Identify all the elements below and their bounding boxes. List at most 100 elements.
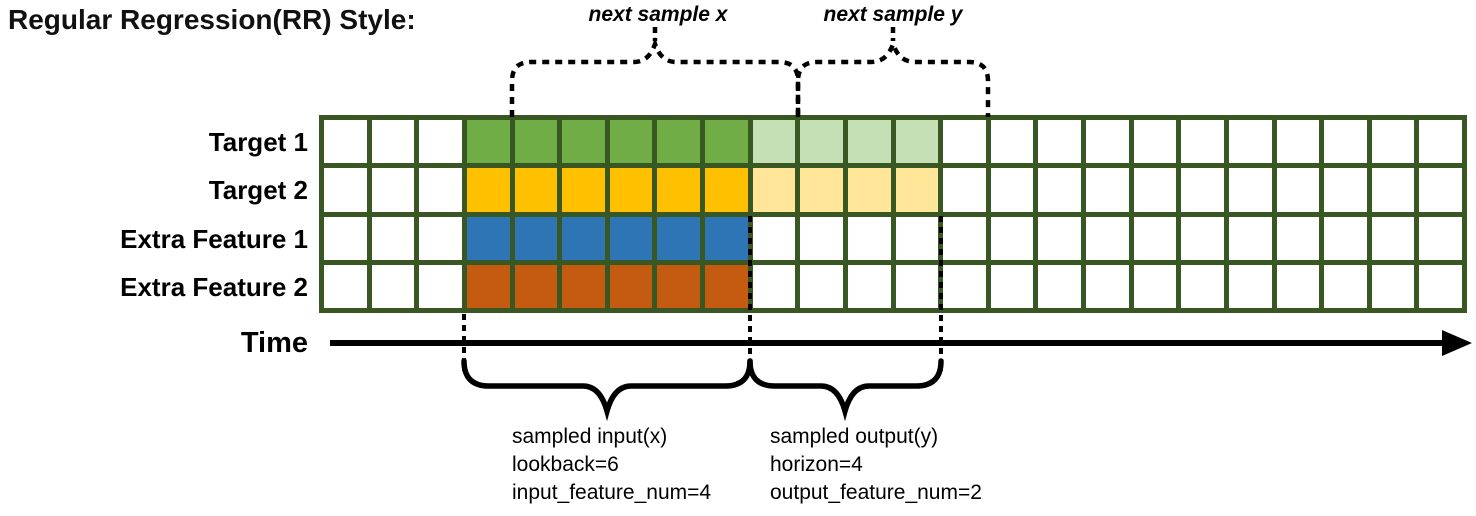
grid-cell	[1181, 216, 1224, 260]
grid-cell	[1228, 168, 1272, 212]
grid-cell	[466, 120, 510, 164]
grid-cell	[514, 216, 558, 260]
grid-cell	[1038, 168, 1081, 212]
grid-cell	[1133, 120, 1177, 164]
grid-cell	[895, 120, 939, 164]
grid-cell	[752, 120, 796, 164]
grid-cell	[943, 168, 986, 212]
grid-cell	[419, 168, 462, 212]
grid-cell	[1419, 168, 1462, 212]
grid-cell	[1038, 264, 1081, 308]
grid-cell	[1038, 120, 1081, 164]
sampled-input-caption: sampled input(x) lookback=6 input_featur…	[512, 423, 711, 507]
sampled-input-brace	[461, 358, 753, 422]
grid-cell	[562, 264, 605, 308]
grid-cell	[562, 120, 605, 164]
time-axis-label: Time	[240, 327, 308, 359]
grid-cell	[1181, 120, 1224, 164]
grid-cell	[1086, 120, 1129, 164]
row-label-extra-feature-1: Extra Feature 1	[120, 224, 308, 254]
grid-cell	[752, 264, 796, 308]
grid-cell	[609, 120, 653, 164]
grid-cell	[1371, 216, 1415, 260]
grid-cell	[657, 168, 700, 212]
grid-cell	[657, 264, 700, 308]
grid-cell	[1371, 264, 1415, 308]
row-label-target-1: Target 1	[208, 127, 308, 157]
grid-cell	[514, 168, 558, 212]
grid-cell	[419, 264, 462, 308]
grid-cell	[1133, 168, 1177, 212]
grid-cell	[943, 264, 986, 308]
grid-cell	[1133, 264, 1177, 308]
grid-cell	[1324, 168, 1367, 212]
grid-cell	[1324, 216, 1367, 260]
grid-cell	[990, 168, 1034, 212]
next-sample-x-label: next sample x	[588, 3, 728, 26]
grid-cell	[1086, 168, 1129, 212]
grid-cell	[1228, 120, 1272, 164]
grid-cell	[895, 216, 939, 260]
lookback-param: lookback=6	[512, 453, 619, 476]
row-label-extra-feature-2: Extra Feature 2	[120, 272, 308, 302]
sampled-output-caption: sampled output(y) horizon=4 output_featu…	[770, 423, 982, 507]
grid-cell	[419, 216, 462, 260]
grid-cell	[1228, 264, 1272, 308]
grid-cell	[800, 168, 843, 212]
grid-cell	[419, 120, 462, 164]
grid-cell	[371, 168, 415, 212]
grid-cell	[1276, 168, 1320, 212]
input-feature-num-param: input_feature_num=4	[512, 481, 712, 504]
grid-cell	[609, 264, 653, 308]
grid-cell	[466, 216, 510, 260]
grid-cell	[324, 264, 367, 308]
grid-cell	[1228, 216, 1272, 260]
grid-cell	[752, 168, 796, 212]
grid-cell	[705, 264, 748, 308]
grid-cell	[1324, 120, 1367, 164]
grid-cell	[1086, 216, 1129, 260]
grid-cell	[1276, 120, 1320, 164]
grid-cell	[1324, 264, 1367, 308]
grid-cell	[466, 168, 510, 212]
grid-cell	[324, 168, 367, 212]
grid-cell	[847, 120, 891, 164]
horizon-param: horizon=4	[770, 453, 863, 476]
grid-cell	[895, 264, 939, 308]
grid-cell	[705, 120, 748, 164]
grid-cell	[1371, 168, 1415, 212]
grid-cell	[1419, 216, 1462, 260]
grid-cell	[657, 120, 700, 164]
grid-cell	[847, 264, 891, 308]
grid-cell	[705, 216, 748, 260]
grid-cell	[1276, 216, 1320, 260]
grid-cell	[1181, 264, 1224, 308]
grid-cell	[895, 168, 939, 212]
grid-cell	[800, 120, 843, 164]
grid-cell	[562, 168, 605, 212]
grid-cell	[1133, 216, 1177, 260]
timeseries-grid	[319, 115, 1467, 313]
diagram-title: Regular Regression(RR) Style:	[8, 4, 416, 35]
grid-cell	[657, 216, 700, 260]
row-label-target-2: Target 2	[208, 175, 308, 205]
grid-cell	[1086, 264, 1129, 308]
grid-cell	[371, 264, 415, 308]
grid-cell	[990, 264, 1034, 308]
grid-cell	[943, 120, 986, 164]
sampled-input-title: sampled input(x)	[512, 425, 668, 448]
grid-cell	[609, 168, 653, 212]
grid-cell	[514, 120, 558, 164]
grid-cell	[990, 120, 1034, 164]
grid-cell	[1419, 264, 1462, 308]
grid-cell	[1038, 216, 1081, 260]
grid-cell	[847, 168, 891, 212]
output-feature-num-param: output_feature_num=2	[770, 481, 982, 504]
next-sample-y-brace	[795, 36, 991, 117]
grid-cell	[990, 216, 1034, 260]
grid-cell	[1371, 120, 1415, 164]
grid-cell	[562, 216, 605, 260]
grid-cell	[1419, 120, 1462, 164]
grid-cell	[800, 264, 843, 308]
